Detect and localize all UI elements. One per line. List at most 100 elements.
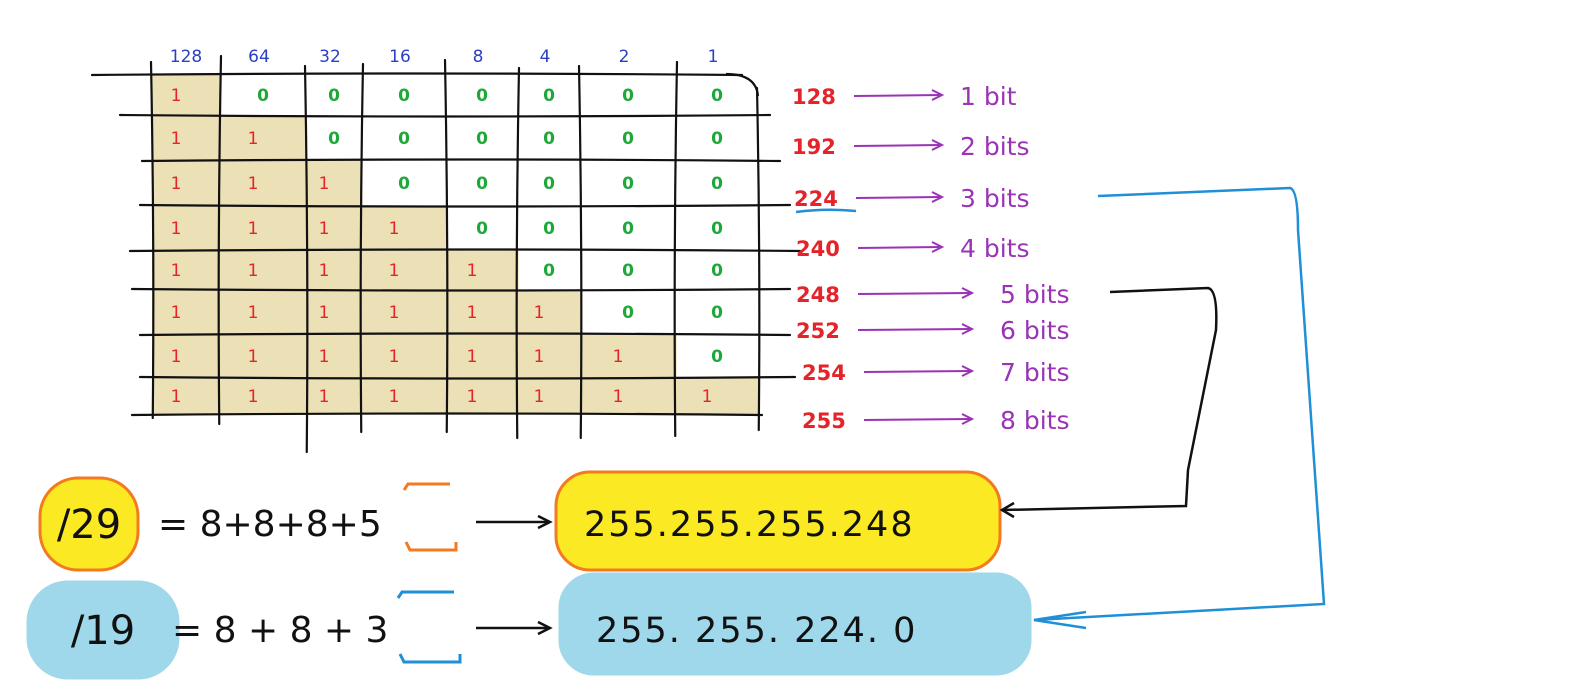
- mask-value: 255: [802, 409, 846, 433]
- filled-bit-cell: [676, 378, 759, 415]
- bit-one: 1: [319, 174, 330, 194]
- bit-one: 1: [467, 261, 478, 281]
- bit-one: 1: [248, 219, 259, 239]
- filled-bit-cell: [306, 160, 363, 207]
- filled-bit-cell: [362, 378, 447, 415]
- filled-bit-cell: [306, 334, 363, 379]
- bit-one: 1: [467, 387, 478, 407]
- bit-table-fill: [152, 74, 759, 415]
- cidr-prefix: /19: [71, 608, 135, 654]
- mask-arrow-head: [961, 365, 975, 377]
- bit-zero: 0: [622, 129, 634, 149]
- filled-bit-cell: [362, 334, 447, 379]
- mask-arrow-head: [931, 139, 945, 151]
- filled-bit-cell: [220, 116, 307, 161]
- filled-bit-cell: [518, 290, 581, 335]
- mask-value: 254: [802, 361, 846, 385]
- column-header: 1: [708, 47, 719, 67]
- mask-value: 240: [796, 237, 840, 261]
- bit-one: 1: [702, 387, 713, 407]
- link-arrow-head: [1033, 610, 1087, 630]
- filled-bit-cell: [220, 250, 307, 291]
- column-header: 16: [389, 47, 411, 67]
- filled-bit-cell: [306, 290, 363, 335]
- bit-one: 1: [171, 387, 182, 407]
- filled-bit-cell: [446, 290, 519, 335]
- bit-zero: 0: [543, 174, 555, 194]
- filled-bit-cell: [152, 160, 221, 207]
- prefix-badge: [26, 580, 180, 680]
- bit-one: 1: [171, 219, 182, 239]
- bit-zero: 0: [328, 86, 340, 106]
- bit-one: 1: [389, 303, 400, 323]
- grid-row-line: [128, 248, 802, 253]
- partial-octet-bracket: [404, 541, 458, 552]
- filled-bit-cell: [362, 290, 447, 335]
- grid-row-line: [130, 287, 792, 292]
- mask-value: 192: [792, 135, 836, 159]
- bit-zero: 0: [622, 86, 634, 106]
- bit-one: 1: [534, 303, 545, 323]
- bit-one: 1: [248, 261, 259, 281]
- bit-zero: 0: [476, 129, 488, 149]
- bit-one: 1: [248, 347, 259, 367]
- filled-bit-cell: [518, 378, 581, 415]
- bit-zero: 0: [543, 219, 555, 239]
- filled-bit-cell: [220, 378, 307, 415]
- grid-row-line: [138, 203, 792, 208]
- column-header: 128: [170, 47, 202, 67]
- bit-count-label: 2 bits: [960, 132, 1030, 161]
- mask-arrow-head: [931, 241, 945, 253]
- bit-zero: 0: [476, 86, 488, 106]
- bit-count-label: 5 bits: [1000, 280, 1070, 309]
- bit-zero: 0: [711, 219, 723, 239]
- bit-zero: 0: [711, 261, 723, 281]
- column-header: 8: [473, 47, 484, 67]
- bit-zero: 0: [328, 129, 340, 149]
- grid-column-line: [443, 58, 449, 434]
- grid-column-line: [515, 66, 521, 440]
- result-mask-box: [554, 470, 1002, 572]
- bit-table-grid: [90, 54, 802, 454]
- grid-row-line: [90, 72, 744, 77]
- bit-count-label: 3 bits: [960, 184, 1030, 213]
- grid-column-line: [673, 60, 679, 438]
- mask-arrow-line: [857, 246, 941, 249]
- bit-one: 1: [319, 347, 330, 367]
- bit-zero: 0: [711, 303, 723, 323]
- grid-row-line: [138, 375, 797, 380]
- bit-count-label: 8 bits: [1000, 406, 1070, 435]
- bit-one: 1: [319, 387, 330, 407]
- bit-count-label: 1 bit: [960, 82, 1017, 111]
- filled-bit-cell: [580, 334, 677, 379]
- grid-column-line: [359, 62, 365, 434]
- column-header: 64: [248, 47, 270, 67]
- bit-one: 1: [613, 347, 624, 367]
- filled-bit-cell: [220, 160, 307, 207]
- mask-arrow-line: [855, 196, 941, 199]
- grid-column-line: [303, 64, 309, 454]
- bit-one: 1: [248, 129, 259, 149]
- bit-zero: 0: [257, 86, 269, 106]
- bit-one: 1: [319, 303, 330, 323]
- grid-row-line: [138, 332, 792, 337]
- bit-zero: 0: [398, 174, 410, 194]
- mask-arrow-head: [961, 323, 975, 335]
- bit-one: 1: [534, 347, 545, 367]
- result-arrow-head: [537, 514, 553, 530]
- mask-arrow-line: [863, 418, 971, 421]
- bit-one: 1: [248, 174, 259, 194]
- mask-arrow-line: [863, 370, 971, 373]
- mask-arrow-line: [857, 292, 971, 295]
- bit-one: 1: [389, 261, 400, 281]
- bit-one: 1: [534, 387, 545, 407]
- mask-arrow-line: [853, 144, 941, 147]
- filled-bit-cell: [362, 250, 447, 291]
- grid-column-line: [577, 64, 583, 440]
- filled-bit-cell: [152, 334, 221, 379]
- bit-one: 1: [389, 387, 400, 407]
- grid-row-line: [140, 158, 782, 163]
- filled-bit-cell: [580, 378, 677, 415]
